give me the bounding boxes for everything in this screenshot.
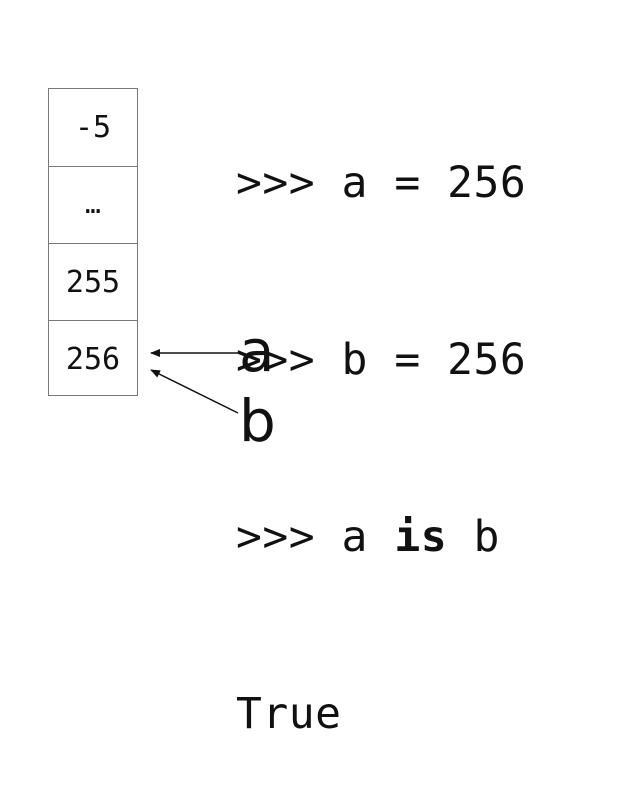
is-keyword: is bbox=[394, 512, 448, 562]
integer-cache-box: -5 … 255 256 bbox=[48, 88, 138, 396]
code-line-1: >>> a = 256 bbox=[236, 154, 526, 213]
arrow-b-to-256 bbox=[150, 369, 239, 414]
cache-cell-value: 255 bbox=[65, 264, 121, 300]
cache-cell-value: 256 bbox=[65, 341, 121, 377]
code-text: b bbox=[447, 512, 500, 562]
python-repl-code: >>> a = 256 >>> b = 256 >>> a is b True bbox=[236, 36, 526, 803]
cache-cell-value: … bbox=[85, 190, 101, 220]
code-text: >>> a = 256 bbox=[236, 158, 527, 208]
code-text: >>> a bbox=[236, 512, 395, 562]
cache-cell-255: 255 bbox=[49, 243, 137, 320]
cache-cell-256: 256 bbox=[49, 320, 137, 397]
code-text: True bbox=[236, 689, 342, 739]
variable-a-label: a bbox=[239, 317, 275, 385]
cache-cell-value: -5 bbox=[74, 110, 112, 145]
code-line-2: >>> b = 256 bbox=[236, 331, 526, 390]
code-line-3: >>> a is b bbox=[236, 508, 526, 567]
variable-b-label: b bbox=[239, 387, 276, 455]
cache-cell-ellipsis: … bbox=[49, 166, 137, 243]
cache-cell-neg5: -5 bbox=[49, 89, 137, 166]
code-output-true: True bbox=[236, 685, 526, 744]
code-text: >>> b = 256 bbox=[236, 335, 527, 385]
